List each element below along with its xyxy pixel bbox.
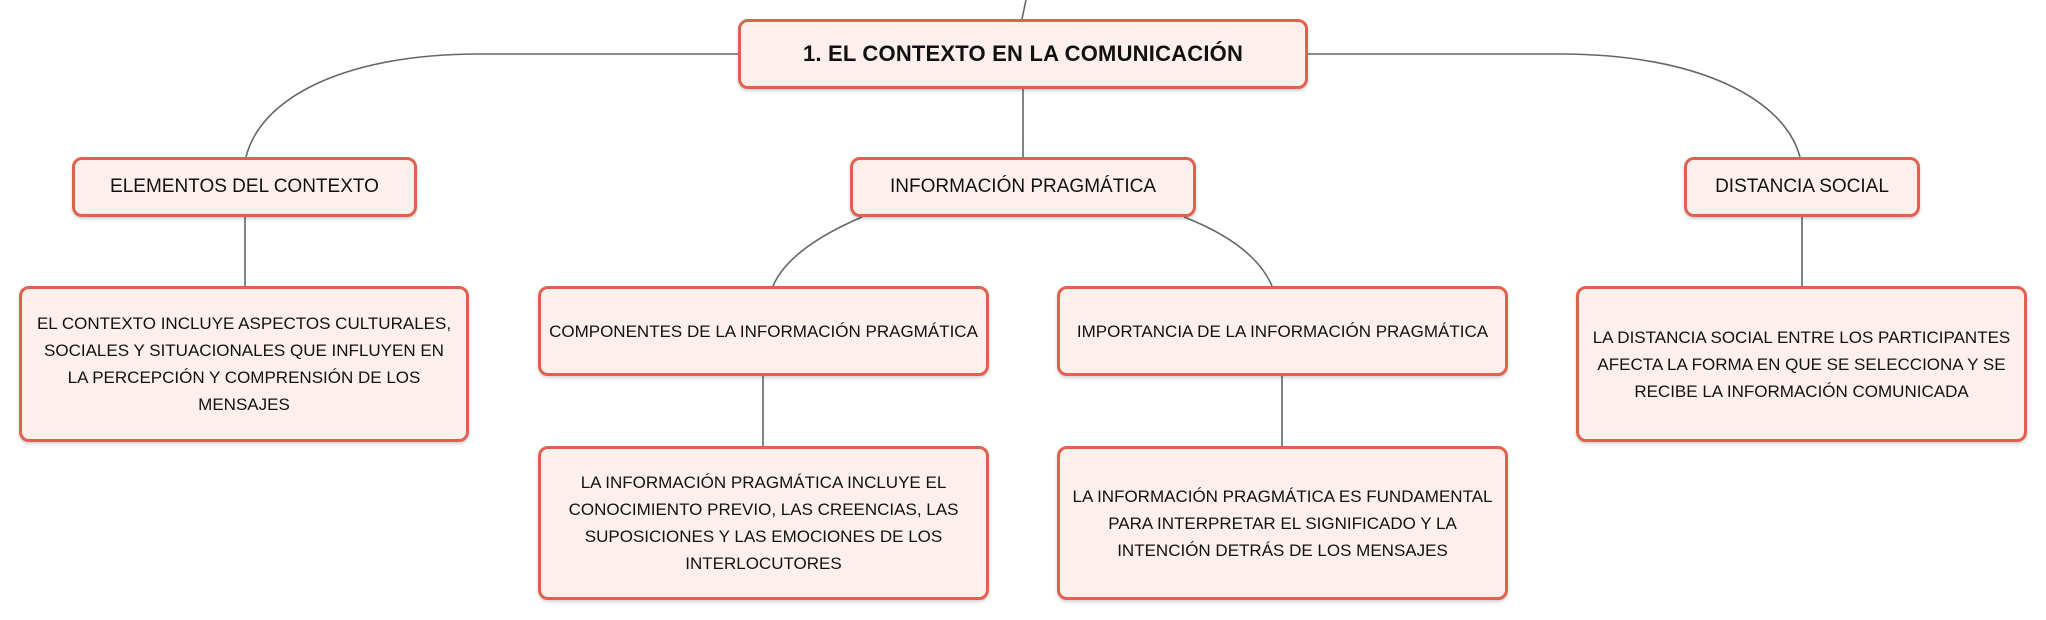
componentes-label: COMPONENTES DE LA INFORMACIÓN PRAGMÁTICA xyxy=(549,321,978,341)
node-info-label: INFORMACIÓN PRAGMÁTICA xyxy=(889,176,1156,197)
node-distancia-label: DISTANCIA SOCIAL xyxy=(1715,176,1889,197)
node-elementos-del-contexto[interactable]: ELEMENTOS DEL CONTEXTO xyxy=(72,157,417,217)
node-componentes-description[interactable]: LA INFORMACIÓN PRAGMÁTICA INCLUYE EL CON… xyxy=(538,446,989,600)
importancia-description-text: LA INFORMACIÓN PRAGMÁTICA ES FUNDAMENTAL… xyxy=(1072,486,1493,560)
node-distancia-description[interactable]: LA DISTANCIA SOCIAL ENTRE LOS PARTICIPAN… xyxy=(1576,286,2027,442)
node-distancia-social[interactable]: DISTANCIA SOCIAL xyxy=(1684,157,1920,217)
node-componentes[interactable]: COMPONENTES DE LA INFORMACIÓN PRAGMÁTICA xyxy=(538,286,989,376)
connector-root-parent xyxy=(1021,0,1027,20)
node-importancia-description[interactable]: LA INFORMACIÓN PRAGMÁTICA ES FUNDAMENTAL… xyxy=(1057,446,1508,600)
connector-info-comp xyxy=(772,216,863,287)
distancia-description-text: LA DISTANCIA SOCIAL ENTRE LOS PARTICIPAN… xyxy=(1592,327,2011,401)
node-informacion-pragmatica[interactable]: INFORMACIÓN PRAGMÁTICA xyxy=(850,157,1196,217)
connector-info-imp xyxy=(1183,216,1273,287)
componentes-description-text: LA INFORMACIÓN PRAGMÁTICA INCLUYE EL CON… xyxy=(568,473,959,573)
connector-root-distancia xyxy=(1308,53,1801,158)
root-node[interactable]: 1. EL CONTEXTO EN LA COMUNICACIÓN xyxy=(738,19,1308,89)
root-node-label: 1. EL CONTEXTO EN LA COMUNICACIÓN xyxy=(802,41,1244,66)
node-elementos-label: ELEMENTOS DEL CONTEXTO xyxy=(110,176,379,197)
node-importancia[interactable]: IMPORTANCIA DE LA INFORMACIÓN PRAGMÁTICA xyxy=(1057,286,1508,376)
connector-root-elementos xyxy=(245,53,738,158)
elementos-description-text: EL CONTEXTO INCLUYE ASPECTOS CULTURALES,… xyxy=(36,314,452,414)
importancia-label: IMPORTANCIA DE LA INFORMACIÓN PRAGMÁTICA xyxy=(1076,321,1489,341)
node-elementos-description[interactable]: EL CONTEXTO INCLUYE ASPECTOS CULTURALES,… xyxy=(19,286,469,442)
